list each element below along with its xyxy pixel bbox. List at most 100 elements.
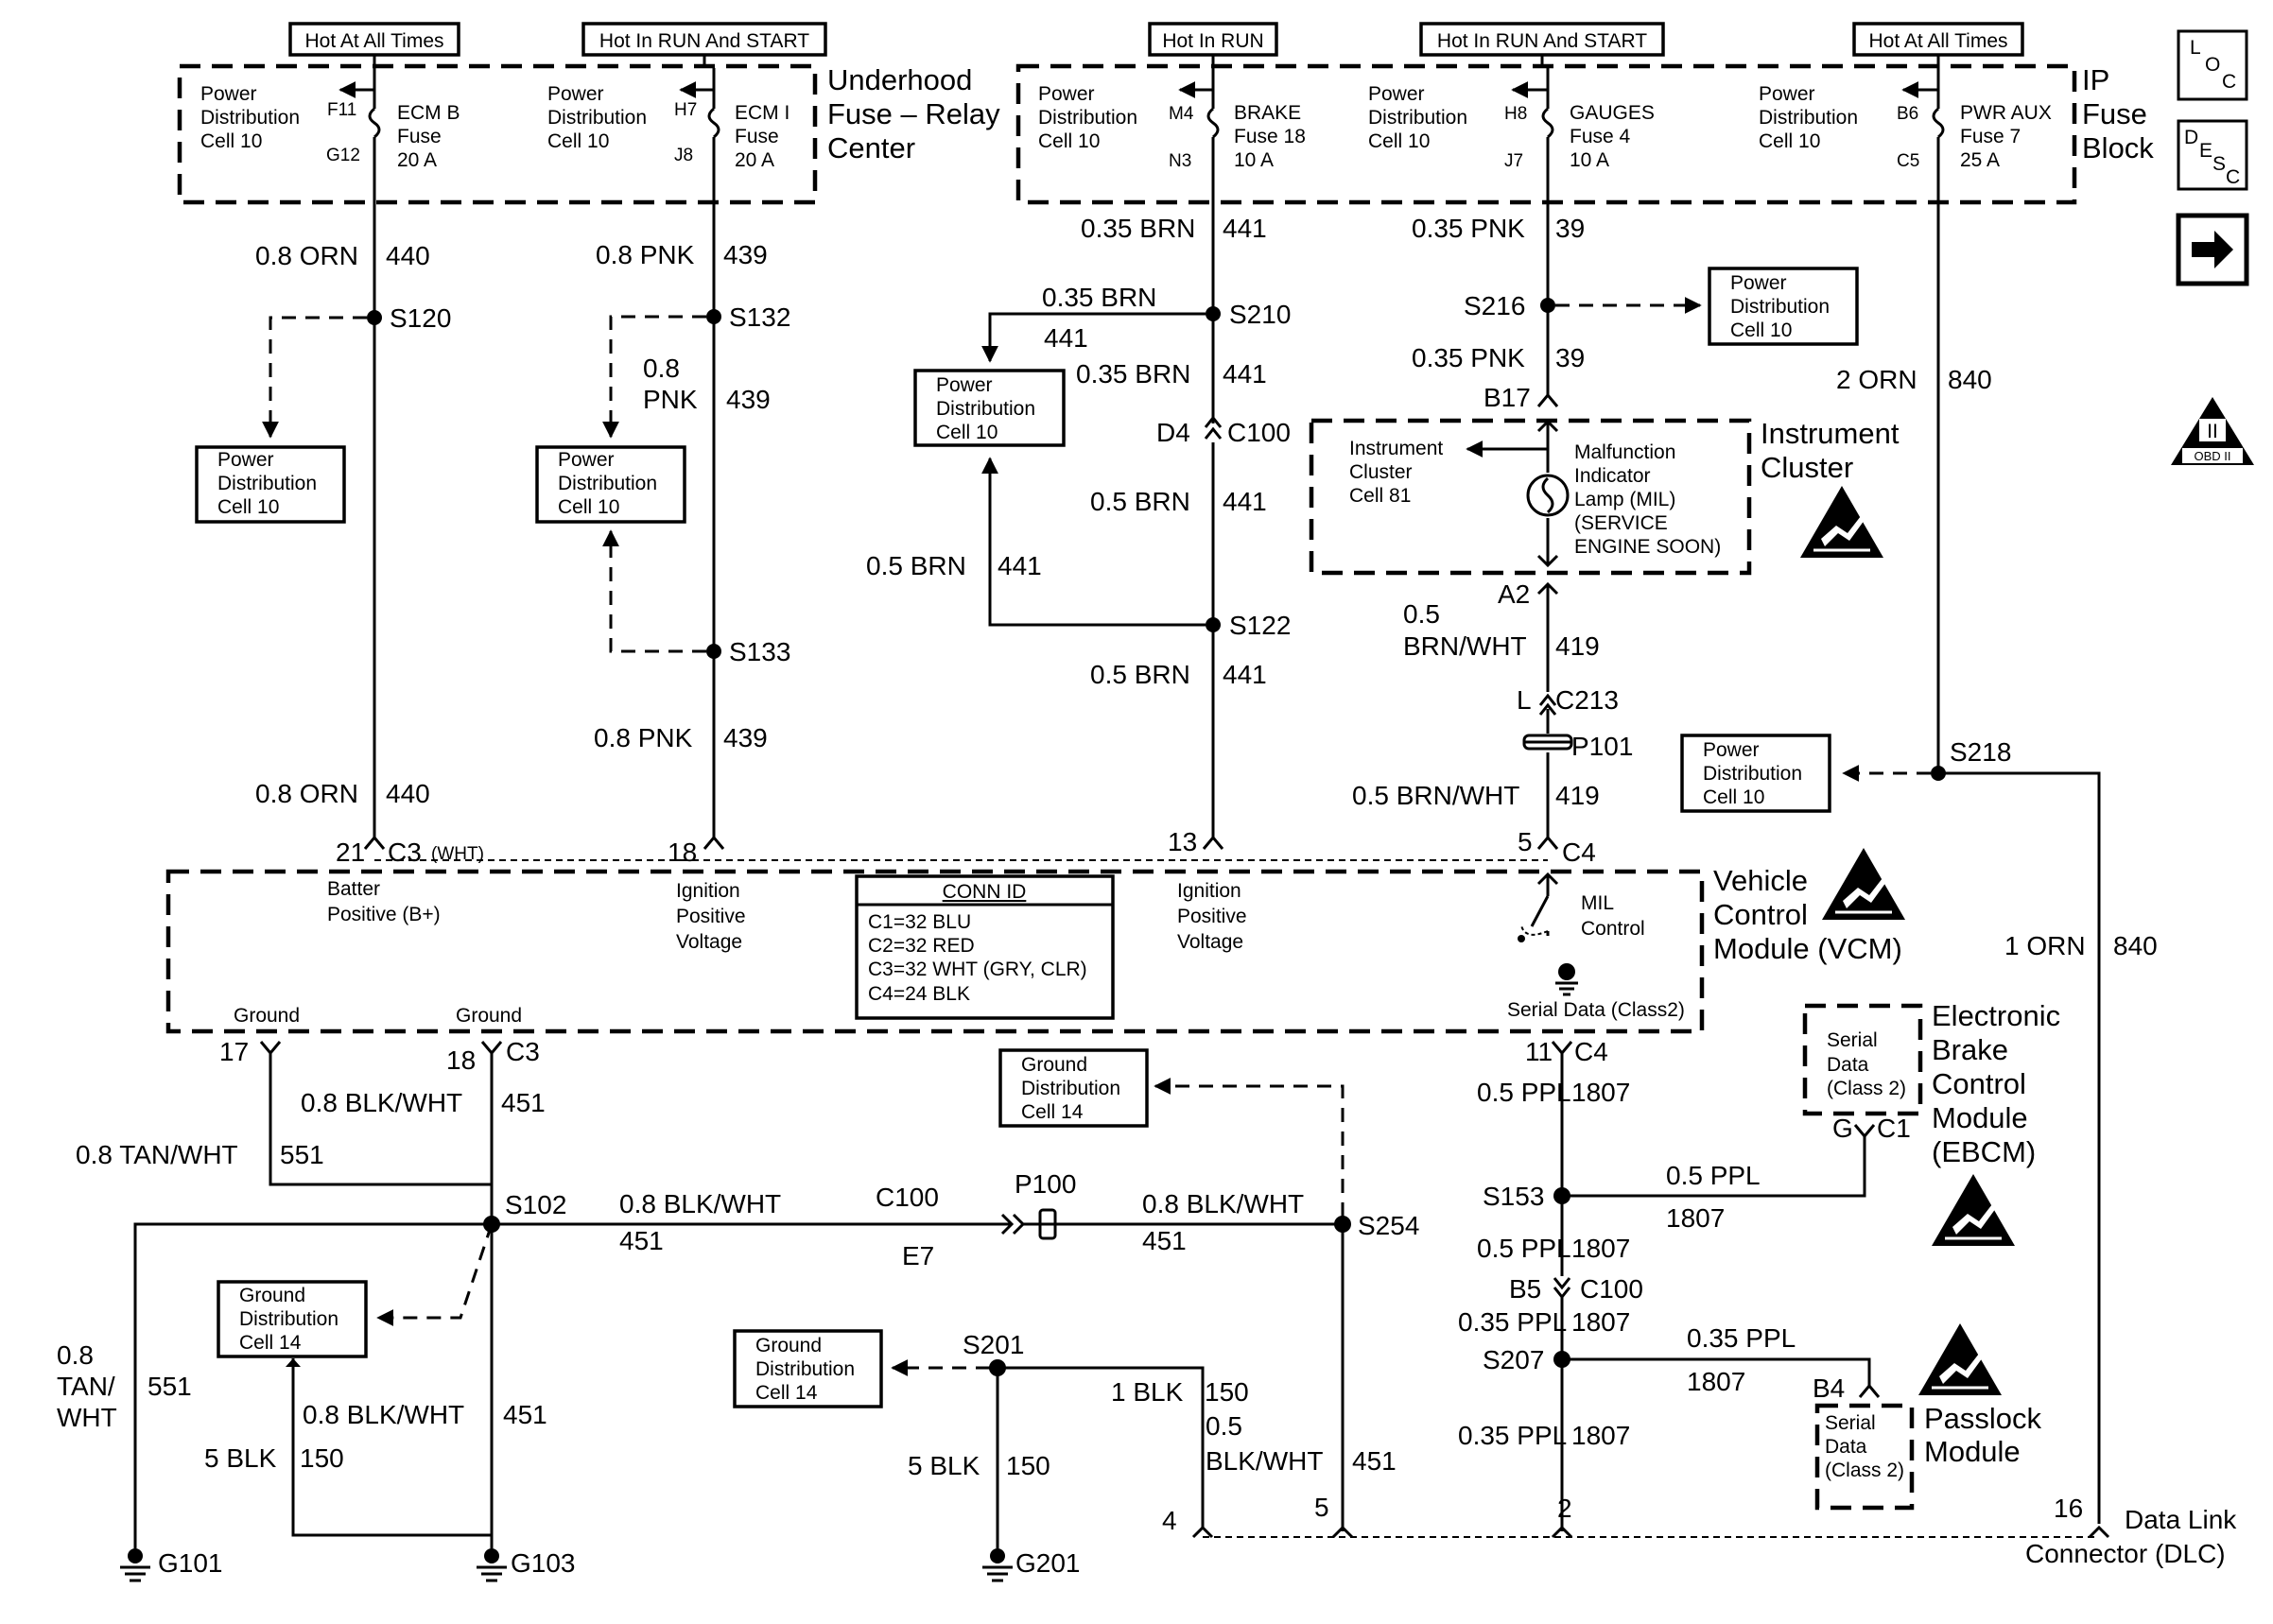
label-pd_boxes-l1: Power — [1730, 272, 1787, 294]
circuit-39: S216 0.35 PNK 39 0.35 PNK 39 B17 — [1412, 202, 1702, 412]
ground-box-s254: Ground Distribution Cell 14 — [998, 1048, 1149, 1128]
label-connectors-c4: C4 — [1562, 838, 1596, 867]
label-wires-w451e_g1: 0.5 — [1206, 1411, 1242, 1441]
label-fuses-0-name2: Fuse — [397, 126, 442, 147]
label-vcm-conn-1: C2=32 RED — [868, 935, 975, 957]
label-fuses-2-pd2: Distribution — [1038, 107, 1137, 129]
label-fuses-3-pd2: Distribution — [1368, 107, 1467, 129]
label-fuses-0-pd2: Distribution — [200, 107, 300, 129]
fuse-4: Power Distribution Cell 10 H8 J7 GAUGES … — [1368, 68, 1655, 202]
label-dlc-l1: Data Link — [2125, 1505, 2237, 1534]
label-grounds-g201: G201 — [1015, 1548, 1081, 1578]
label-vcm-batt2: Positive (B+) — [327, 904, 441, 925]
label-connectors-e7: E7 — [902, 1241, 934, 1270]
label-fuses-0-name1: ECM B — [397, 102, 460, 124]
feed-hot-at-all-times-1: Hot At All Times — [304, 30, 443, 52]
label-ebcm-l5: (EBCM) — [1932, 1135, 2036, 1168]
label-pd_boxes-g2: Distribution — [755, 1358, 855, 1380]
label-wires-w150a_n: 150 — [300, 1443, 344, 1473]
label-wires-w441f_g: 0.5 BRN — [1090, 660, 1190, 689]
ground-g101: G101 — [120, 1548, 223, 1582]
label-wires-w840a_n: 840 — [1948, 365, 1992, 394]
label-pd_boxes-l3: Cell 10 — [217, 496, 279, 518]
label-pd_boxes-l1: Power — [936, 374, 993, 396]
esd-icon-passlock — [1917, 1322, 2004, 1397]
label-wires-w451d_n: 451 — [503, 1400, 547, 1429]
label-connectors-p101: P101 — [1571, 732, 1633, 761]
label-fuses-0-pd3: Cell 10 — [200, 130, 262, 152]
label-wires-w551b_n: 551 — [147, 1372, 192, 1401]
label-side_icons-obd2: OBD II — [2194, 449, 2230, 463]
label-side_icons-loc2: O — [2205, 54, 2220, 76]
label-connectors-p13: 13 — [1168, 827, 1197, 856]
pd-box-441: Power Distribution Cell 10 — [913, 369, 1066, 447]
label-wires-w150c_g: 1 BLK — [1111, 1377, 1184, 1407]
label-splices-10: S153 — [1483, 1182, 1544, 1211]
label-connectors-g: G — [1832, 1114, 1853, 1143]
label-wires-w1807e_n: 1807 — [1687, 1367, 1745, 1396]
label-side_icons-loc1: L — [2190, 37, 2201, 59]
label-connectors-b5: B5 — [1509, 1274, 1541, 1304]
label-wires-w1807d_g: 0.35 PPL — [1458, 1307, 1567, 1337]
splice-s133 — [706, 644, 721, 659]
esd-icon-ebcm — [1930, 1172, 2017, 1248]
label-cluster-title2: Cluster — [1761, 451, 1853, 484]
label-side_icons-desc3: S — [2212, 153, 2226, 175]
circuit-440: S120 0.8 ORN 440 0.8 ORN 440 — [255, 202, 451, 838]
label-fuses-4-pd1: Power — [1759, 83, 1815, 105]
underhood-label-3: Center — [827, 131, 915, 164]
label-vcm-ign2: Positive — [676, 906, 746, 927]
label-fuses-3-name1: GAUGES — [1570, 102, 1655, 124]
label-splices-4: S122 — [1229, 611, 1291, 640]
label-wires-w441a_g: 0.35 BRN — [1081, 214, 1195, 243]
ip-block-label-2: Fuse — [2082, 97, 2147, 130]
pd-box-439: Power Distribution Cell 10 — [535, 445, 686, 524]
cluster-title: Instrument — [1761, 417, 1900, 450]
label-wires-w451b_n: 451 — [619, 1226, 664, 1255]
label-pd_boxes-l2: Distribution — [217, 473, 317, 494]
mil-lamp: Instrument Cluster Cell 81 Malfunction I… — [1349, 419, 1721, 568]
label-connectors-c100a: C100 — [1227, 418, 1291, 447]
label-fuses-4-pd2: Distribution — [1759, 107, 1858, 129]
label-fuses-3-pd3: Cell 10 — [1368, 130, 1430, 152]
vcm-box — [165, 869, 1705, 1034]
label-vcm-ign1: Ignition — [676, 880, 740, 902]
label-connectors-c1: C1 — [1877, 1114, 1911, 1143]
circuit-1807: S153 S207 0.5 PPL 1807 0.5 PPL 1807 0.5 … — [1458, 1053, 1881, 1531]
vcm-top-connectors: 21 C3 (WHT) 18 13 5 C4 — [336, 827, 1596, 867]
label-wires-w451a_g: 0.8 BLK/WHT — [301, 1088, 462, 1117]
label-connectors-c3pin: 21 — [336, 838, 365, 867]
ground-circuits: S102 S254 0.8 TAN/WHT 551 0.8 BLK/WHT 45… — [57, 1053, 1419, 1548]
splice-s210 — [1206, 306, 1221, 321]
label-connectors-c4b: C4 — [1574, 1037, 1608, 1066]
label-connectors-d4p: 4 — [1162, 1506, 1177, 1535]
label-wires-w551b_g3: WHT — [57, 1403, 117, 1432]
label-wires-w439a_n: 439 — [723, 240, 768, 269]
label-fuses-0-pd1: Power — [200, 83, 257, 105]
label-wires-w1807b_n: 1807 — [1666, 1203, 1725, 1233]
label-fuses-1-pd3: Cell 10 — [547, 130, 609, 152]
splice-s122 — [1206, 617, 1221, 632]
location-icon[interactable]: L O C — [2177, 29, 2248, 101]
pd-box-440: Power Distribution Cell 10 — [195, 445, 346, 524]
label-connectors-p100: P100 — [1015, 1169, 1076, 1199]
label-fuses-1-pd2: Distribution — [547, 107, 647, 129]
splice-s120 — [367, 310, 382, 325]
label-ebcm-l2: Brake — [1932, 1033, 2008, 1066]
label-connectors-p18b: 18 — [446, 1045, 476, 1075]
label-fuses-3-in: H8 — [1504, 104, 1527, 124]
label-wires-w840a_g: 2 ORN — [1836, 365, 1917, 394]
label-connectors-c100c: C100 — [1580, 1274, 1643, 1304]
next-arrow-icon[interactable] — [2176, 213, 2249, 286]
label-pd_boxes-g2: Distribution — [1021, 1078, 1120, 1099]
label-wires-w451e_n: 451 — [1352, 1446, 1397, 1476]
label-vcm-gnd1: Ground — [234, 1005, 300, 1027]
feed-hot-at-all-times-2: Hot At All Times — [1868, 30, 2007, 52]
label-wires-w419b_g: 0.5 BRN/WHT — [1352, 781, 1519, 810]
description-icon[interactable]: D E S C — [2177, 119, 2248, 191]
underhood-label-1: Underhood — [827, 63, 972, 96]
label-wires-w840b_g: 1 ORN — [2004, 931, 2086, 960]
label-wires-w451c_g: 0.8 BLK/WHT — [1142, 1189, 1304, 1218]
label-splices-6: S218 — [1950, 737, 2011, 767]
label-connectors-p18: 18 — [668, 838, 697, 867]
